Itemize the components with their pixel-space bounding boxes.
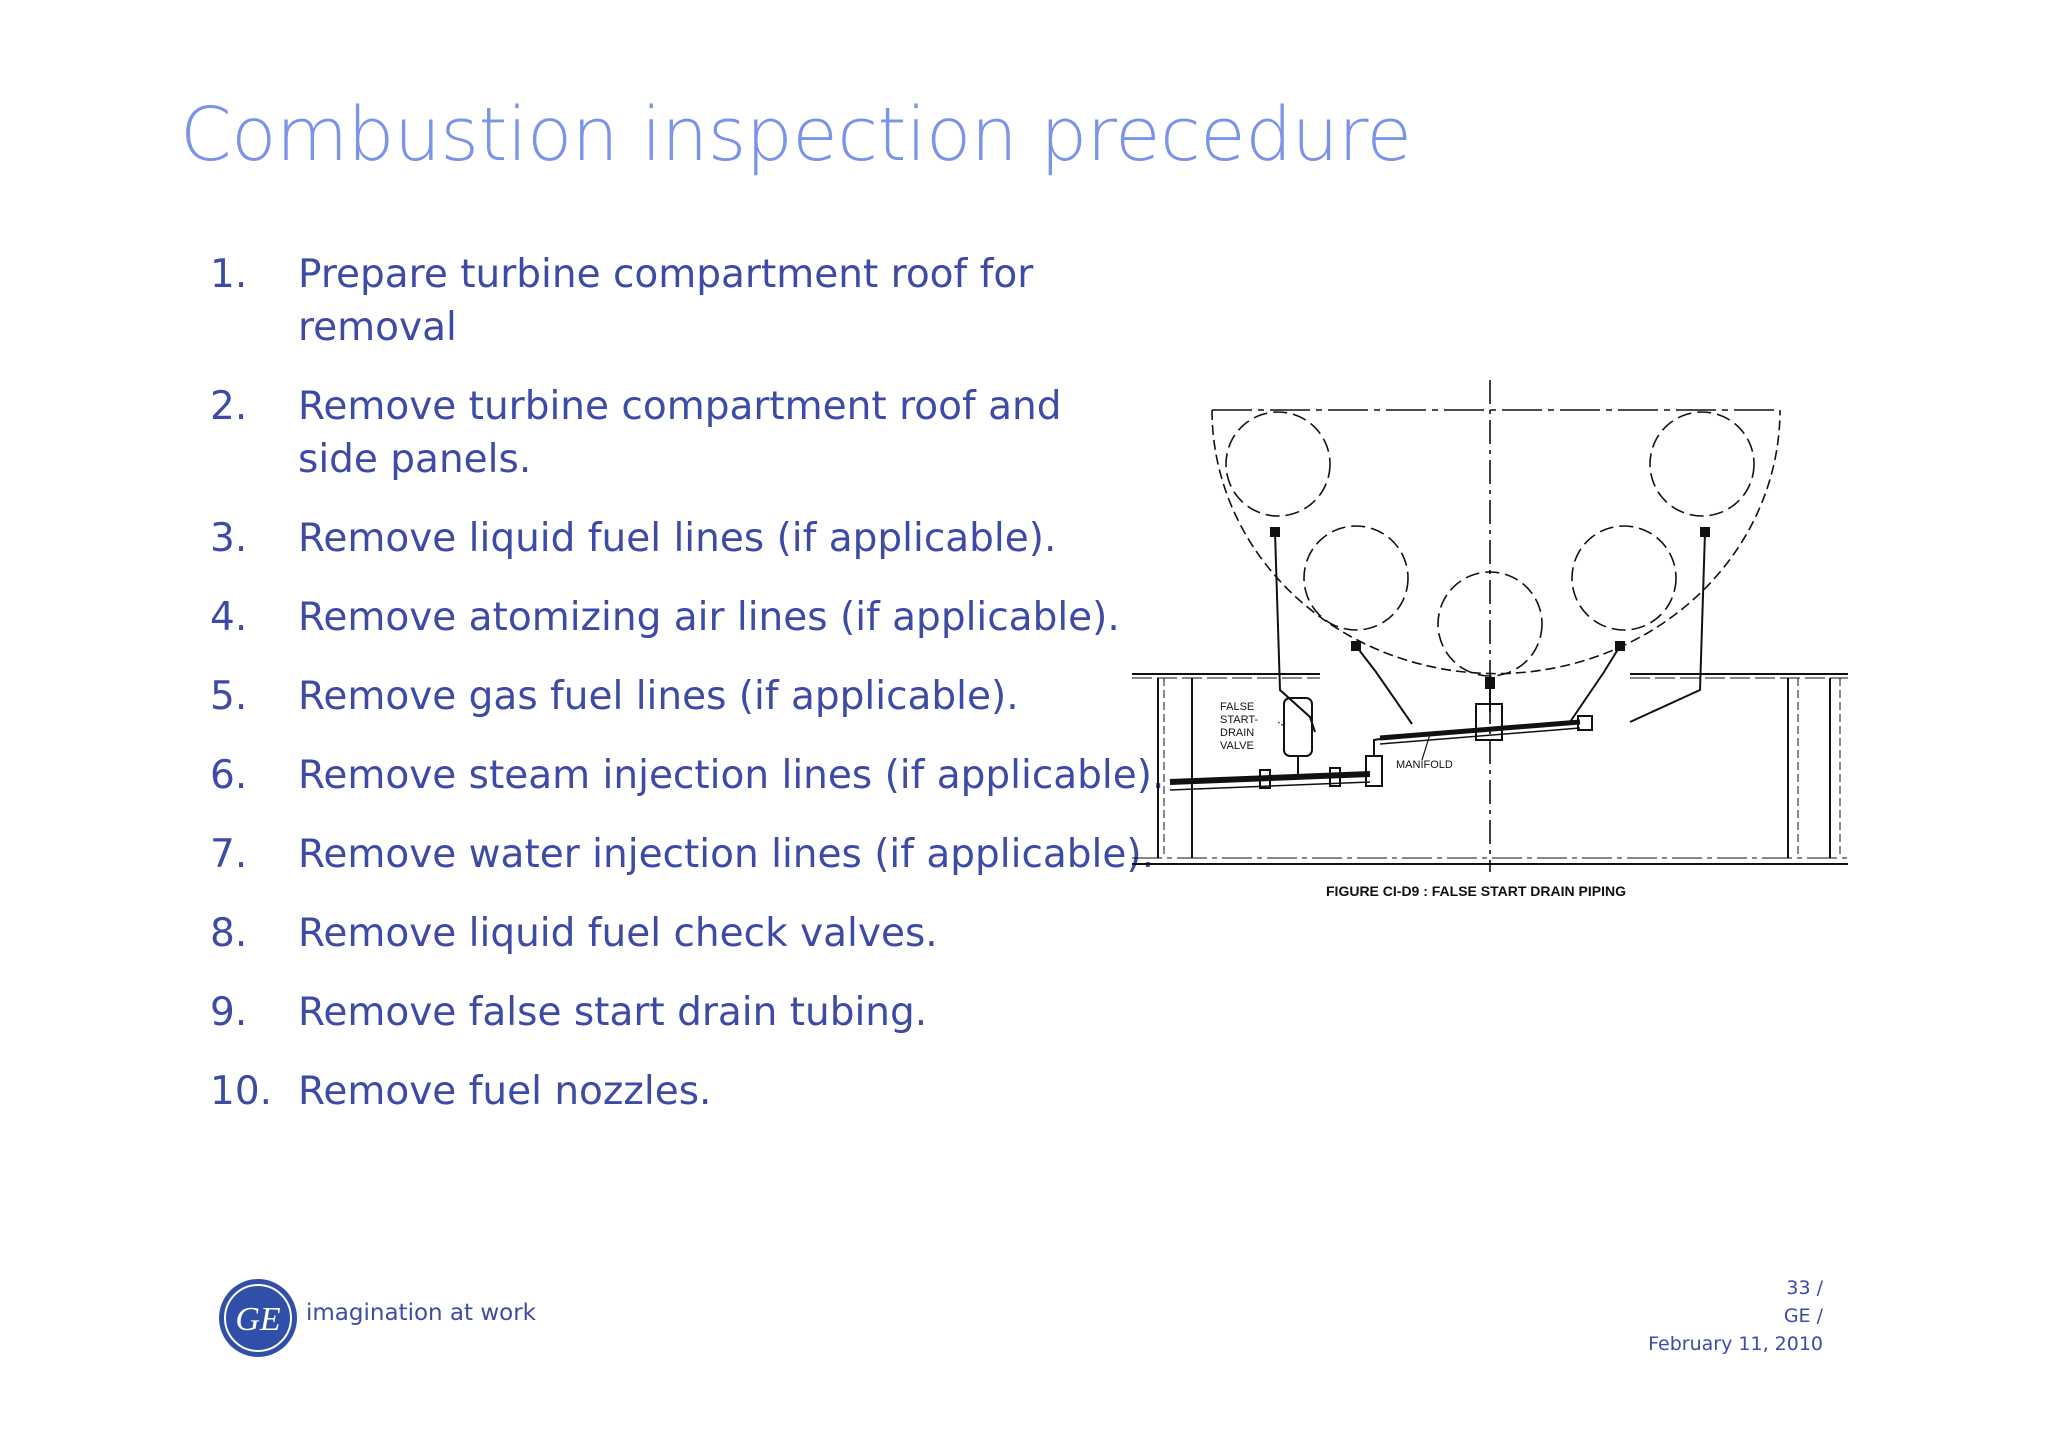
step-number: 6.: [210, 753, 248, 798]
step-text: Remove water injection lines (if applica…: [298, 832, 1155, 877]
combustion-chamber: [1571, 525, 1677, 631]
step-number: 8.: [210, 911, 248, 956]
step-number: 1.: [210, 252, 248, 297]
list-item: 3. Remove liquid fuel lines (if applicab…: [210, 512, 1170, 565]
drain-tube: [1629, 531, 1706, 723]
ge-logo-icon: GE: [219, 1279, 297, 1357]
ge-logo-text: GE: [235, 1301, 281, 1338]
step-text: Remove gas fuel lines (if applicable).: [298, 674, 1019, 719]
drain-piping-drawing: FALSE START- DRAIN VALVE MANIFOLD FIGURE…: [1132, 380, 1848, 899]
step-number: 4.: [210, 595, 248, 640]
combustion-chamber: [1225, 411, 1331, 517]
drain-tube: [1355, 645, 1413, 725]
step-text: Remove steam injection lines (if applica…: [298, 753, 1165, 798]
manifold-tee: [1475, 703, 1503, 741]
tagline: imagination at work: [306, 1300, 536, 1326]
manifold-label: MANIFOLD: [1396, 759, 1453, 771]
combustion-chamber: [1303, 525, 1409, 631]
step-number: 7.: [210, 832, 248, 877]
slide-title: Combustion inspection precedure: [180, 92, 1412, 178]
list-item: 10. Remove fuel nozzles.: [210, 1065, 1170, 1118]
step-text: Remove fuel nozzles.: [298, 1069, 712, 1114]
valve-label-line: START-: [1220, 714, 1258, 726]
fitting: [1270, 527, 1280, 537]
riser: [1373, 737, 1387, 756]
list-item: 7. Remove water injection lines (if appl…: [210, 828, 1170, 881]
step-text: Remove atomizing air lines (if applicabl…: [298, 595, 1120, 640]
fitting: [1351, 641, 1361, 651]
drain-piping-figure: FALSE START- DRAIN VALVE MANIFOLD FIGURE…: [1130, 372, 1850, 912]
list-item: 9. Remove false start drain tubing.: [210, 986, 1170, 1039]
valve-label-line: VALVE: [1220, 740, 1254, 752]
company-name: GE /: [1783, 1305, 1823, 1327]
pipe-union: [1329, 767, 1341, 787]
slide-date: February 11, 2010: [1648, 1333, 1823, 1355]
drain-tube: [1274, 531, 1316, 733]
manifold-pipe: [1379, 719, 1581, 741]
fitting: [1700, 527, 1710, 537]
pipe-union: [1259, 769, 1271, 789]
step-number: 3.: [210, 516, 248, 561]
valve-leader: [1277, 721, 1285, 727]
list-item: 5. Remove gas fuel lines (if applicable)…: [210, 670, 1170, 723]
valve-label-line: DRAIN: [1220, 727, 1254, 739]
manifold-leader: [1421, 733, 1431, 761]
list-item: 1. Prepare turbine compartment roof for …: [210, 248, 1170, 354]
fitting: [1615, 641, 1625, 651]
step-number: 9.: [210, 990, 248, 1035]
step-number: 10.: [210, 1069, 273, 1114]
footer-info: 33 / GE / February 11, 2010: [1648, 1274, 1823, 1358]
drain-tube: [1569, 645, 1621, 723]
figure-caption: FIGURE CI-D9 : FALSE START DRAIN PIPING: [1326, 883, 1626, 899]
procedure-list: 1. Prepare turbine compartment roof for …: [210, 248, 1170, 1144]
combustion-chamber: [1437, 571, 1543, 677]
step-text: Prepare turbine compartment roof for rem…: [298, 252, 1034, 350]
list-item: 8. Remove liquid fuel check valves.: [210, 907, 1170, 960]
step-text: Remove liquid fuel check valves.: [298, 911, 938, 956]
list-item: 4. Remove atomizing air lines (if applic…: [210, 591, 1170, 644]
step-number: 5.: [210, 674, 248, 719]
step-text: Remove false start drain tubing.: [298, 990, 928, 1035]
manifold-cap: [1577, 715, 1593, 731]
manifold-pipe-edge: [1379, 727, 1581, 745]
page-number: 33 /: [1786, 1277, 1823, 1299]
list-item: 6. Remove steam injection lines (if appl…: [210, 749, 1170, 802]
valve-label-line: FALSE: [1220, 701, 1254, 713]
step-text: Remove turbine compartment roof and side…: [298, 384, 1062, 482]
combustion-chamber: [1649, 411, 1755, 517]
fitting: [1485, 677, 1495, 689]
step-number: 2.: [210, 384, 248, 429]
list-item: 2. Remove turbine compartment roof and s…: [210, 380, 1088, 486]
casing-outline: [1211, 409, 1781, 675]
step-text: Remove liquid fuel lines (if applicable)…: [298, 516, 1057, 561]
